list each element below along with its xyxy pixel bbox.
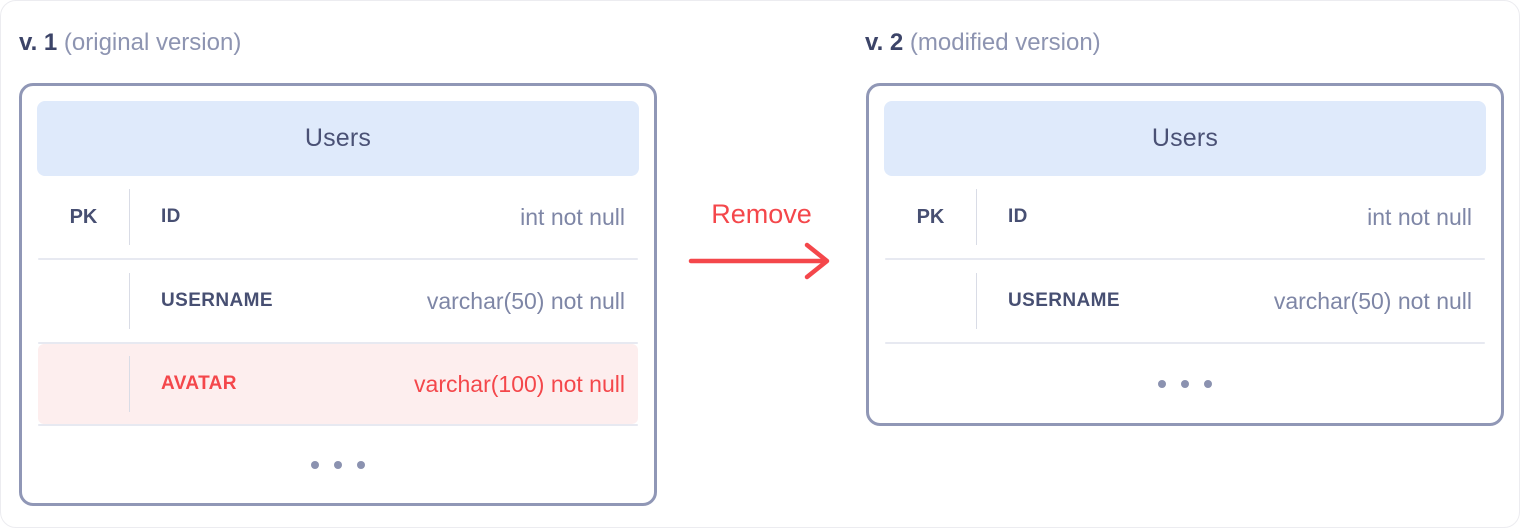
left-panel-title: v. 1 (original version) <box>19 28 241 58</box>
right-panel-title: v. 2 (modified version) <box>865 28 1101 58</box>
version-label-v1: v. 1 <box>19 29 58 56</box>
more-rows-ellipsis-icon <box>869 344 1501 423</box>
column-type: varchar(50) not null <box>426 287 625 314</box>
table-card-v2: Users PK ID int not null USERNAME varcha… <box>866 83 1504 426</box>
pk-badge: PK <box>916 205 945 228</box>
remove-label: Remove <box>711 199 812 229</box>
version-label-v2: v. 2 <box>865 29 904 56</box>
column-divider <box>129 356 130 412</box>
column-type: varchar(50) not null <box>1273 287 1472 314</box>
ellipsis-dot <box>1181 379 1189 388</box>
column-name: USERNAME <box>1008 290 1120 311</box>
column-divider <box>976 189 977 245</box>
column-divider <box>129 273 130 329</box>
column-name: USERNAME <box>161 290 273 311</box>
table-card-v1: Users PK ID int not null USERNAME varcha… <box>19 83 657 506</box>
ellipsis-dot <box>1158 379 1166 388</box>
ellipsis-dot <box>334 460 342 469</box>
column-type: int not null <box>520 203 625 230</box>
more-rows-ellipsis-icon <box>22 426 654 503</box>
column-name: ID <box>1008 206 1028 227</box>
row-divider <box>885 258 1485 260</box>
ellipsis-dot <box>357 460 365 469</box>
arrow-right-icon <box>688 242 829 280</box>
table-row-id: PK ID int not null <box>38 176 638 258</box>
row-divider <box>38 258 638 260</box>
row-divider <box>885 342 1485 344</box>
row-divider <box>38 342 638 344</box>
remove-transition: Remove <box>657 197 866 280</box>
column-name: AVATAR <box>161 373 237 394</box>
table-row-id: PK ID int not null <box>885 176 1485 258</box>
table-title: Users <box>884 101 1486 176</box>
column-type: int not null <box>1367 203 1472 230</box>
pk-badge: PK <box>69 205 98 228</box>
column-divider <box>129 189 130 245</box>
ellipsis-dot <box>311 460 319 469</box>
version-suffix-v2: (modified version) <box>909 29 1101 56</box>
table-title: Users <box>37 101 639 176</box>
row-divider <box>38 424 638 426</box>
version-suffix-v1: (original version) <box>63 29 242 56</box>
ellipsis-dot <box>1204 379 1212 388</box>
table-row-username: USERNAME varchar(50) not null <box>885 260 1485 342</box>
table-row-username: USERNAME varchar(50) not null <box>38 260 638 342</box>
column-divider <box>976 273 977 329</box>
table-row-avatar-removed: AVATAR varchar(100) not null <box>38 344 638 424</box>
column-type: varchar(100) not null <box>414 370 625 397</box>
column-name: ID <box>161 206 181 227</box>
